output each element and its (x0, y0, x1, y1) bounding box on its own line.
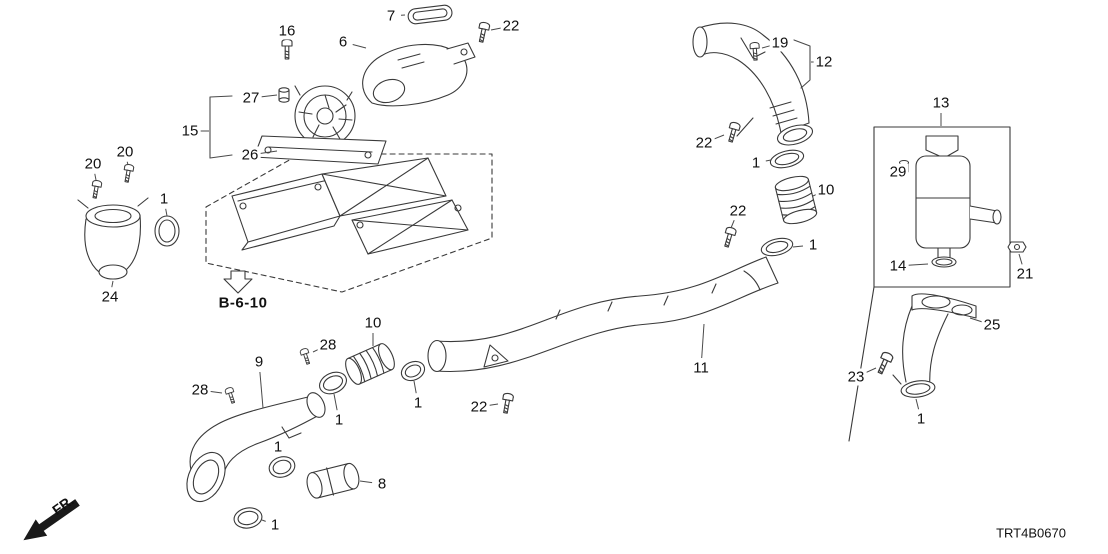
part-callout-9[interactable]: 9 (252, 353, 266, 371)
fr-arrow (23, 499, 80, 541)
part-callout-1[interactable]: 1 (411, 394, 425, 412)
left-air-duct-drawing (77, 163, 180, 280)
part-callout-22[interactable]: 22 (727, 202, 749, 220)
resonator-assembly-drawing (848, 126, 1027, 442)
joint-tube-drawing (306, 462, 360, 499)
part-callout-19[interactable]: 19 (769, 34, 791, 52)
part-callout-6[interactable]: 6 (336, 33, 350, 51)
diagram-code: TRT4B0670 (996, 525, 1066, 541)
part-callout-23[interactable]: 23 (845, 368, 867, 386)
part-callout-25[interactable]: 25 (981, 316, 1003, 334)
ecu-region-drawing (205, 153, 493, 294)
part-callout-20[interactable]: 20 (114, 143, 136, 161)
part-callout-10[interactable]: 10 (362, 314, 384, 332)
leader-lines (94, 14, 1023, 522)
part-callout-22[interactable]: 22 (693, 134, 715, 152)
callout-brackets (209, 39, 811, 159)
nut-drawing (1007, 241, 1027, 253)
diagram-reference-link[interactable]: B-6-10 (218, 294, 268, 312)
part-callout-1[interactable]: 1 (268, 516, 282, 534)
part-callout-10[interactable]: 10 (815, 181, 837, 199)
part-callout-7[interactable]: 7 (384, 7, 398, 25)
part-callout-29[interactable]: 29 (887, 163, 909, 181)
part-callout-21[interactable]: 21 (1014, 265, 1036, 283)
part-callout-14[interactable]: 14 (887, 257, 909, 275)
part-callout-1[interactable]: 1 (806, 236, 820, 254)
part-callout-12[interactable]: 12 (813, 53, 835, 71)
part-callout-13[interactable]: 13 (930, 94, 952, 112)
part-callout-20[interactable]: 20 (82, 155, 104, 173)
part-callout-8[interactable]: 8 (375, 475, 389, 493)
middle-tube-drawing (427, 256, 779, 373)
b-6-10-arrow (223, 270, 253, 294)
part-callout-1[interactable]: 1 (157, 190, 171, 208)
intake-tube-drawing (692, 22, 814, 146)
part-callout-11[interactable]: 11 (691, 359, 711, 377)
lower-air-duct-drawing (186, 343, 515, 529)
air-duct-drawing (362, 4, 491, 107)
part-callout-16[interactable]: 16 (276, 22, 298, 40)
part-callout-22[interactable]: 22 (500, 17, 522, 35)
part-callout-22[interactable]: 22 (468, 398, 490, 416)
part-callout-15[interactable]: 15 (179, 122, 201, 140)
part-callout-1[interactable]: 1 (271, 438, 285, 456)
part-callout-1[interactable]: 1 (914, 410, 928, 428)
part-callout-26[interactable]: 26 (239, 146, 261, 164)
air-cleaner-case-drawing (253, 38, 387, 165)
part-callout-1[interactable]: 1 (749, 154, 763, 172)
right-connector-chain-drawing (721, 149, 818, 257)
part-callout-28[interactable]: 28 (317, 336, 339, 354)
outlet-pipe-drawing (874, 293, 977, 398)
part-callout-1[interactable]: 1 (332, 411, 346, 429)
part-callout-28[interactable]: 28 (189, 381, 211, 399)
part-callout-24[interactable]: 24 (99, 288, 121, 306)
part-callout-27[interactable]: 27 (240, 89, 262, 107)
